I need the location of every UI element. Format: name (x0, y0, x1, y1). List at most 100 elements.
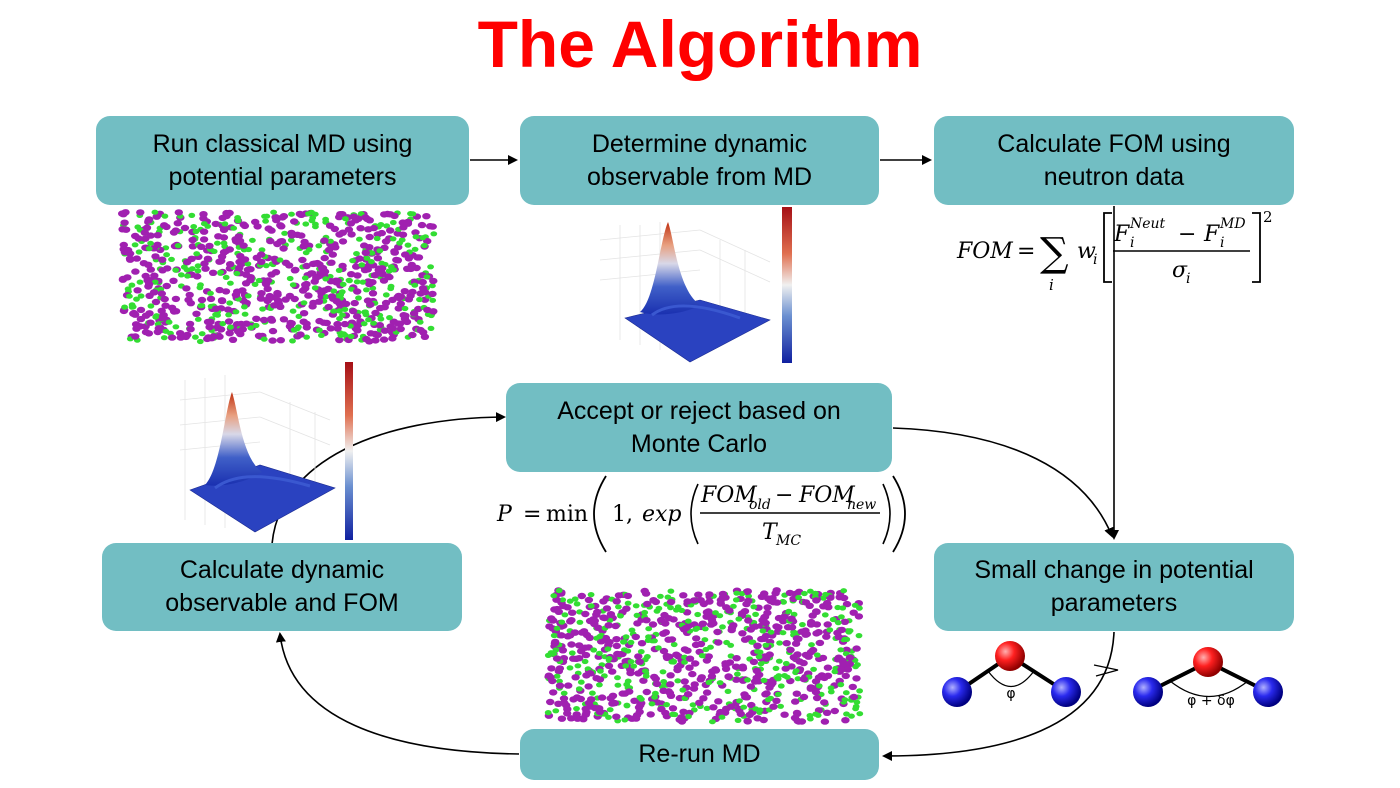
atom-purple (593, 608, 602, 616)
atom-purple (679, 592, 688, 599)
atom-green (230, 225, 238, 231)
atom-purple (214, 233, 223, 240)
atom-green (177, 272, 185, 278)
atom-purple (279, 316, 289, 323)
atom-green (411, 246, 419, 252)
atom-purple (141, 272, 150, 280)
atom-green (262, 218, 269, 224)
atom-green (430, 231, 438, 237)
atom-purple (665, 653, 674, 660)
atom-purple (793, 717, 802, 725)
atom-purple (141, 312, 151, 319)
atom-green (312, 224, 319, 230)
atom-purple (698, 620, 708, 627)
atom-purple (765, 684, 774, 691)
mc-den: T (762, 520, 779, 545)
box-accept-line2: Monte Carlo (630, 429, 768, 458)
atom-green (756, 707, 764, 713)
atom-purple (804, 653, 813, 660)
atom-purple (418, 285, 428, 292)
atom-purple (547, 665, 556, 672)
atom-green (356, 236, 363, 242)
atom-purple (650, 673, 659, 681)
atom-purple (300, 238, 309, 246)
atom-purple (854, 613, 864, 620)
atom-green (339, 281, 347, 287)
atom-purple (747, 701, 756, 709)
atom-purple (379, 336, 389, 343)
atom-purple (171, 227, 180, 234)
atom-purple (724, 673, 733, 681)
atom-green (842, 690, 850, 696)
atom-green (684, 618, 692, 624)
atom-purple (281, 296, 290, 303)
atom-green (748, 639, 756, 645)
atom-purple (842, 600, 852, 608)
atom-purple (786, 646, 795, 654)
atom-green (834, 620, 842, 626)
atom-green (774, 691, 782, 697)
atom-purple (597, 694, 607, 701)
atom-purple (682, 624, 691, 632)
atom-purple (727, 624, 737, 631)
atom-purple (131, 333, 140, 340)
atom-purple (812, 694, 822, 702)
atom-green (671, 711, 679, 718)
atom-purple (817, 672, 826, 679)
atom-green (694, 611, 702, 618)
atom-green (637, 649, 645, 655)
atom-purple (320, 268, 330, 275)
atom-green (198, 331, 206, 337)
atom-purple (211, 305, 221, 312)
atom-purple (299, 318, 308, 325)
atom-purple (555, 682, 565, 689)
atom-green (241, 311, 249, 317)
atom-green (795, 594, 802, 601)
atom-purple (704, 608, 713, 615)
atom-green (147, 240, 155, 246)
atom-purple (563, 710, 572, 717)
atom-purple (554, 700, 563, 707)
atom-purple (805, 602, 814, 609)
atom-green (736, 698, 743, 704)
atom-green (812, 590, 819, 597)
atom-green (624, 600, 632, 606)
atom-purple (173, 220, 182, 227)
atom-purple (558, 647, 568, 654)
atom-purple (365, 280, 374, 288)
atom-purple (123, 274, 132, 281)
atom-green (617, 613, 624, 619)
atom-green (323, 294, 330, 300)
atom-purple (568, 609, 577, 616)
atom-purple (594, 624, 603, 631)
atom-green (389, 236, 397, 242)
atom-purple (353, 327, 362, 334)
atom-purple (254, 332, 264, 339)
atom-purple (612, 598, 621, 605)
fom-den: σ (1172, 258, 1188, 283)
atom-green (234, 218, 242, 224)
atom-green (604, 646, 612, 652)
atom-green (575, 686, 583, 692)
atom-green (290, 327, 298, 333)
atom-green (651, 638, 658, 644)
atom-green (560, 690, 568, 696)
mc-num-b-sub: new (847, 497, 876, 513)
atom-purple (605, 638, 614, 646)
atom-green (311, 285, 319, 291)
mc-lhs: P (496, 502, 513, 527)
fom-num-b: F (1203, 222, 1220, 247)
atom-green (856, 711, 864, 717)
atom-purple (656, 616, 666, 624)
atom-green (363, 287, 370, 293)
angle-before-label: φ (1006, 686, 1015, 702)
fom-weight-sub: i (1093, 252, 1097, 268)
atom-purple (341, 300, 351, 308)
atom-purple (185, 320, 195, 328)
atom-green (752, 611, 759, 618)
atom-green (821, 612, 829, 618)
atom-green (427, 325, 435, 331)
atom-green (221, 221, 229, 227)
atom-purple (157, 290, 166, 297)
atom-green (681, 659, 688, 665)
